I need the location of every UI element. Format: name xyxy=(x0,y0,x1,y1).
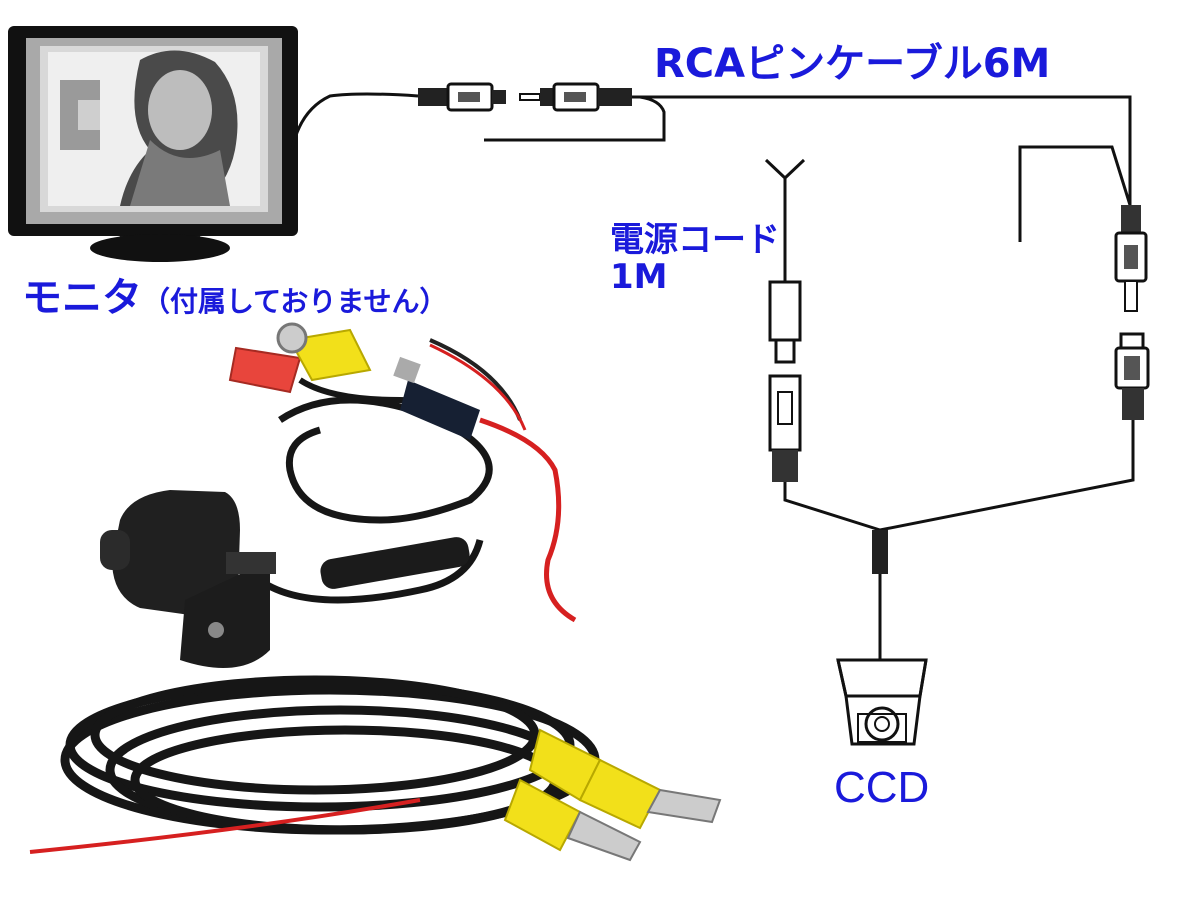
product-photo xyxy=(29,322,722,862)
power-cord-label: 電源コード 1M xyxy=(610,220,780,298)
ccd-label: CCD xyxy=(834,763,930,812)
ccd-camera-icon xyxy=(836,658,928,746)
cable-junction xyxy=(872,530,888,574)
rca-connector-icon xyxy=(418,82,632,112)
rca-connector-icon xyxy=(1114,205,1150,420)
dc-plug-icon xyxy=(768,280,802,482)
monitor-note: （付属しておりません） xyxy=(142,285,448,318)
rca-cable-label: RCAピンケーブル6M xyxy=(654,41,1051,87)
power-cord-name: 電源コード xyxy=(610,220,780,260)
monitor-label: モニタ（付属しておりません） xyxy=(22,278,447,318)
power-cord-length: 1M xyxy=(610,257,668,298)
monitor-title: モニタ xyxy=(22,275,142,321)
wire-lines xyxy=(484,95,1135,660)
monitor-icon xyxy=(8,26,298,262)
